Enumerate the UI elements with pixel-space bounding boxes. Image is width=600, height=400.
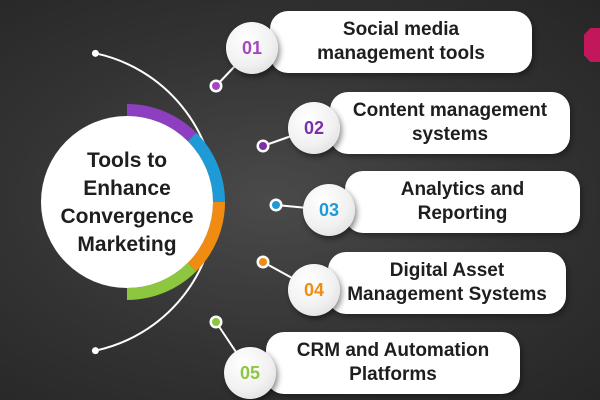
center-title: Tools to Enhance Convergence Marketing <box>60 148 194 256</box>
ring-segment-4 <box>126 262 197 300</box>
item-label-3: Analytics and Reporting <box>345 171 580 233</box>
item-number-1: 01 <box>226 22 278 74</box>
item-label-5: CRM and Automation Platforms <box>266 332 520 394</box>
item-label-2: Content management systems <box>330 92 570 154</box>
ring-segment-3 <box>187 201 225 272</box>
arc-dot-5 <box>212 318 220 326</box>
arc-dot-4 <box>259 258 267 266</box>
ring-segment-1 <box>126 104 197 142</box>
arc-end-dot-bottom <box>91 347 99 355</box>
arc-dot-1 <box>212 82 220 90</box>
arc-dot-3 <box>272 201 280 209</box>
item-number-5: 05 <box>224 347 276 399</box>
item-number-2: 02 <box>288 102 340 154</box>
item-label-4: Digital Asset Management Systems <box>328 252 566 314</box>
arc-dot-2 <box>259 142 267 150</box>
item-label-1: Social media management tools <box>270 11 532 73</box>
center-circle <box>41 116 213 288</box>
item-number-4: 04 <box>288 264 340 316</box>
arc-end-dot-top <box>91 49 99 57</box>
item-number-3: 03 <box>303 184 355 236</box>
ring-segment-2 <box>187 132 225 203</box>
brand-badge-icon <box>584 28 600 62</box>
